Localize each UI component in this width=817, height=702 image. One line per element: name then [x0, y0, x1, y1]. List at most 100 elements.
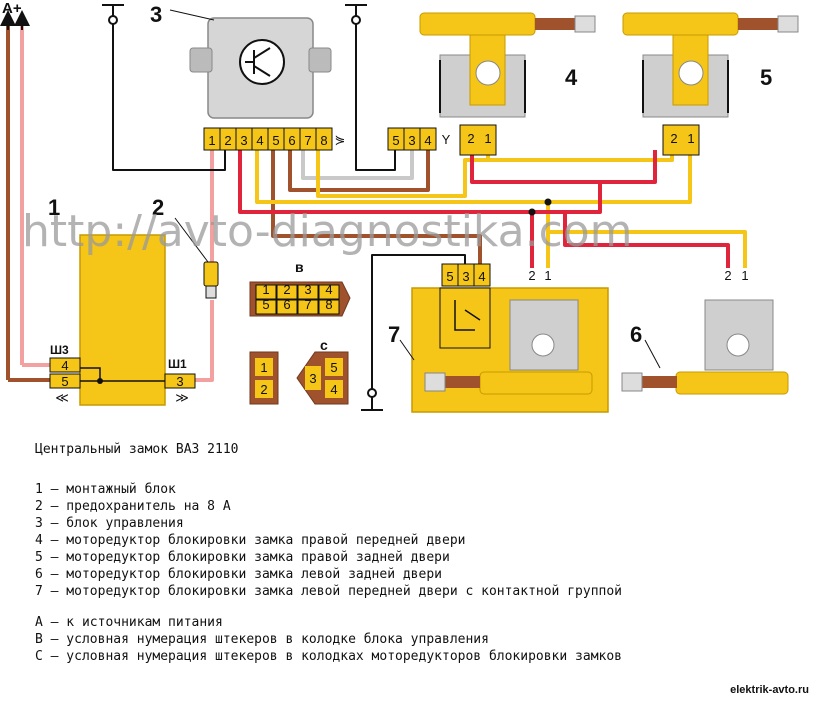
label-5: 5	[760, 65, 772, 90]
connector-b-pin-8-box	[318, 299, 340, 315]
connector-c-pin-4: 4	[330, 382, 337, 397]
connector-b-pin-4-box	[318, 284, 340, 300]
motor-5-pin-2: 2	[670, 131, 677, 146]
cu-connector-b-icon: Y	[442, 132, 451, 147]
caption-note-b: В – условная нумерация штекеров в колодк…	[35, 632, 489, 647]
connector-b-pin-6-box	[276, 299, 298, 315]
ground-terminals	[102, 4, 383, 411]
cu-pin-4: 4	[256, 133, 263, 148]
connector-b-pin-2-box	[276, 284, 298, 300]
connector-c-pin-1: 1	[260, 360, 267, 375]
wire-brown-unit	[288, 150, 430, 192]
motor-6	[621, 299, 789, 395]
wire-red-4	[563, 212, 730, 268]
connector-b-pin-5-box	[255, 299, 277, 315]
caption-item-3: 3 – блок управления	[35, 516, 184, 531]
cu-pin-8: 8	[320, 133, 327, 148]
cu-pin-3: 3	[240, 133, 247, 148]
wire-yellow-3	[488, 150, 674, 162]
cu-b-pin-3: 3	[408, 133, 415, 148]
wire-ground-1	[112, 15, 226, 171]
wires	[6, 15, 747, 405]
cu-connector-icon: ⋟	[335, 132, 346, 147]
motor-5-pin-1: 1	[687, 131, 694, 146]
junction-dot	[544, 198, 552, 206]
driver-pin-4: 4	[478, 269, 485, 284]
cu-b-pin-4-box	[419, 127, 437, 151]
motor-4-pin-2: 2	[467, 131, 474, 146]
motor-4-pin-1: 1	[484, 131, 491, 146]
sh3-pin-4: 4	[61, 358, 68, 373]
caption-item-1: 1 – монтажный блок	[35, 482, 176, 497]
connector-c: с 1 2 3 5 4	[249, 337, 349, 405]
connector-b-pin-6: 6	[283, 297, 290, 312]
connector-b-pin-4: 4	[325, 282, 332, 297]
caption-item-5: 5 – моторедуктор блокировки замка правой…	[35, 550, 450, 565]
mounting-block: 4 5 3 Ш3 Ш1 ≪ ≫	[49, 234, 196, 406]
connector-b-pin-3: 3	[304, 282, 311, 297]
motor-7-pin-2: 2	[528, 268, 535, 283]
sh3-connector-icon: ≪	[55, 390, 69, 405]
cu-pin-1: 1	[208, 133, 215, 148]
power-source: A+	[0, 0, 30, 30]
connector-b-label: в	[295, 259, 304, 275]
driver-pin-4-box	[473, 263, 491, 287]
connector-c-pin-3: 3	[309, 371, 316, 386]
junction-dot	[528, 208, 536, 216]
power-label: A+	[2, 0, 22, 17]
wire-red-2	[600, 150, 657, 184]
cu-pin-2: 2	[224, 133, 231, 148]
wire-gray-1	[301, 150, 414, 180]
sh3-pin-5: 5	[61, 374, 68, 389]
connector-b-pin-1: 1	[262, 282, 269, 297]
watermark: http://avto-diagnostika.com	[22, 206, 633, 257]
connector-c-pin-2: 2	[260, 382, 267, 397]
wire-fuse-pink	[195, 300, 214, 382]
label-7: 7	[388, 322, 400, 347]
connector-b-pin-2: 2	[283, 282, 290, 297]
caption-note-c: С – условная нумерация штекеров в колодк…	[35, 649, 622, 664]
fuse	[174, 217, 219, 299]
label-2: 2	[152, 195, 164, 220]
cu-pin-6: 6	[288, 133, 295, 148]
motor-7	[399, 287, 609, 413]
connector-b-pin-3-box	[297, 284, 319, 300]
wire-ground-3	[371, 254, 466, 405]
wire-yellow-1	[255, 150, 692, 204]
label-6: 6	[630, 322, 642, 347]
motor-6-pin-1: 1	[741, 268, 748, 283]
connector-b-pin-1-box	[255, 284, 277, 300]
connector-b-pin-7: 7	[304, 297, 311, 312]
sh1-label: Ш1	[168, 357, 187, 371]
motor-4	[419, 12, 596, 156]
caption-item-6: 6 – моторедуктор блокировки замка левой …	[35, 567, 442, 582]
cu-pin-5: 5	[272, 133, 279, 148]
motor-5	[622, 12, 799, 156]
wire-red-1	[238, 150, 602, 214]
motor-7-pin-1: 1	[544, 268, 551, 283]
wire-yellow-5	[548, 230, 747, 268]
caption-item-7: 7 – моторедуктор блокировки замка левой …	[35, 584, 622, 599]
caption-item-2: 2 – предохранитель на 8 А	[35, 499, 231, 514]
wire-ground-2	[355, 15, 396, 171]
label-1: 1	[48, 195, 60, 220]
cu-b-pin-4: 4	[424, 133, 431, 148]
caption-note-a: А – к источникам питания	[35, 615, 223, 630]
sh1-connector-icon: ≫	[175, 390, 189, 405]
sh3-label: Ш3	[50, 343, 69, 357]
footer-site: elektrik-avto.ru	[730, 684, 809, 696]
cu-pin-7: 7	[304, 133, 311, 148]
label-3: 3	[150, 2, 162, 27]
sh1-pin-3: 3	[176, 374, 183, 389]
connector-b-pin-5: 5	[262, 297, 269, 312]
cu-pin-8-box	[315, 127, 333, 151]
connector-c-label: с	[320, 337, 328, 353]
connector-b-pin-8: 8	[325, 297, 332, 312]
caption-item-4: 4 – моторедуктор блокировки замка правой…	[35, 533, 466, 548]
label-4: 4	[565, 65, 578, 90]
connector-b-pin-7-box	[297, 299, 319, 315]
connector-c-pin-5: 5	[330, 360, 337, 375]
